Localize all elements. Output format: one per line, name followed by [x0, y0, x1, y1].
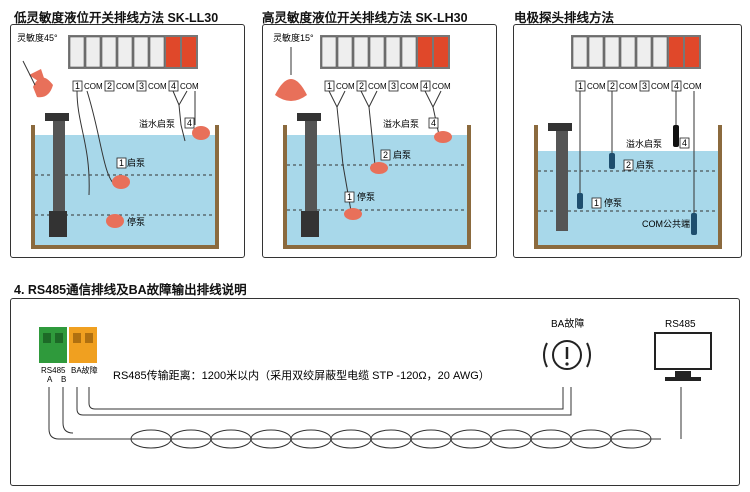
panel1-title: 低灵敏度液位开关排线方法 SK-LL30 — [14, 11, 219, 25]
rs485-device-label: RS485 — [665, 319, 696, 330]
overflow-label: 溢水启泵 — [383, 118, 419, 129]
terminal-block — [571, 35, 701, 69]
term-4: 4 — [674, 81, 679, 91]
panel3-diagram: 1 COM 2 COM 3 COM 4 COM 溢水启泵 4 2 启泵 — [534, 35, 722, 249]
term-com-3: COM — [400, 82, 419, 91]
float-sensor-icon — [275, 47, 307, 101]
float-sensor-icon — [22, 60, 53, 98]
terminal-block — [320, 35, 450, 69]
start-label: 启泵 — [127, 157, 145, 168]
stop-label: 停泵 — [604, 197, 622, 208]
overflow-num: 4 — [682, 138, 687, 148]
section4-title: 4. RS485通信排线及BA故障输出排线说明 — [14, 283, 247, 297]
panel3-frame: 1 COM 2 COM 3 COM 4 COM 溢水启泵 4 2 启泵 — [513, 24, 742, 258]
terminal-b: B — [61, 375, 66, 384]
start-num: 2 — [626, 160, 631, 170]
panel1-diagram: 1 COM 2 COM 3 COM 4 COM 灵敏度45° — [17, 32, 219, 249]
float-icons — [106, 126, 210, 228]
angle-label: 灵敏度15° — [273, 32, 314, 43]
term-com-2: COM — [368, 82, 387, 91]
angle-label: 灵敏度45° — [17, 32, 58, 43]
overflow-label: 溢水启泵 — [139, 118, 175, 129]
section4-frame: RS485 BA故障 A B BA故障 RS485 RS485传输距离：1200… — [10, 298, 740, 486]
term-4: 4 — [171, 81, 176, 91]
term-com-3: COM — [148, 82, 167, 91]
term-2: 2 — [359, 81, 364, 91]
stop-label: 停泵 — [357, 191, 375, 202]
term-1: 1 — [578, 81, 583, 91]
start-num: 2 — [383, 150, 388, 160]
term-3: 3 — [391, 81, 396, 91]
rs485-term-label: RS485 — [41, 366, 66, 375]
start-num: 1 — [119, 158, 124, 168]
stop-num: 1 — [594, 198, 599, 208]
ba-term-label: BA故障 — [71, 365, 98, 375]
term-com-4: COM — [180, 82, 199, 91]
electrode-probe-icons — [577, 125, 697, 235]
start-label: 启泵 — [393, 149, 411, 160]
distance-note: RS485传输距离：1200米以内（采用双绞屏蔽型电缆 STP -120Ω，20… — [113, 368, 490, 382]
term-com-1: COM — [336, 82, 355, 91]
term-com-2: COM — [116, 82, 135, 91]
rs485-terminal-block — [39, 327, 97, 363]
term-1: 1 — [75, 81, 80, 91]
alarm-icon — [543, 340, 591, 370]
common-label: COM公共端 — [642, 218, 690, 229]
twisted-pair-cable — [130, 429, 652, 449]
pump-pipe-icon — [45, 113, 69, 237]
term-com-2: COM — [619, 82, 638, 91]
term-com-1: COM — [84, 82, 103, 91]
panel2-diagram: 1 COM 2 COM 3 COM 4 COM 灵敏度15° — [273, 32, 471, 249]
start-label: 启泵 — [636, 159, 654, 170]
pump-pipe-icon — [548, 123, 572, 231]
stop-label: 停泵 — [127, 216, 145, 227]
terminal-a: A — [47, 375, 53, 384]
section4-diagram: RS485 BA故障 A B BA故障 RS485 RS485传输距离：1200… — [39, 317, 712, 449]
term-com-4: COM — [432, 82, 451, 91]
term-2: 2 — [610, 81, 615, 91]
term-4: 4 — [423, 81, 428, 91]
term-1: 1 — [327, 81, 332, 91]
panel1-frame: 1 COM 2 COM 3 COM 4 COM 灵敏度45° — [10, 24, 245, 258]
term-com-4: COM — [683, 82, 702, 91]
term-2: 2 — [107, 81, 112, 91]
term-com-1: COM — [587, 82, 606, 91]
overflow-label: 溢水启泵 — [626, 138, 662, 149]
panel2-frame: 1 COM 2 COM 3 COM 4 COM 灵敏度15° — [262, 24, 497, 258]
panel3-title: 电极探头排线方法 — [514, 11, 615, 25]
pump-pipe-icon — [297, 113, 321, 237]
terminal-block — [68, 35, 198, 69]
ba-fault-label: BA故障 — [551, 317, 584, 330]
overflow-num: 4 — [187, 118, 192, 128]
term-3: 3 — [139, 81, 144, 91]
term-com-3: COM — [651, 82, 670, 91]
term-3: 3 — [642, 81, 647, 91]
stop-num: 1 — [347, 192, 352, 202]
monitor-icon — [654, 332, 712, 381]
overflow-num: 4 — [431, 118, 436, 128]
panel2-title: 高灵敏度液位开关排线方法 SK-LH30 — [262, 11, 468, 25]
float-icons — [344, 131, 452, 220]
